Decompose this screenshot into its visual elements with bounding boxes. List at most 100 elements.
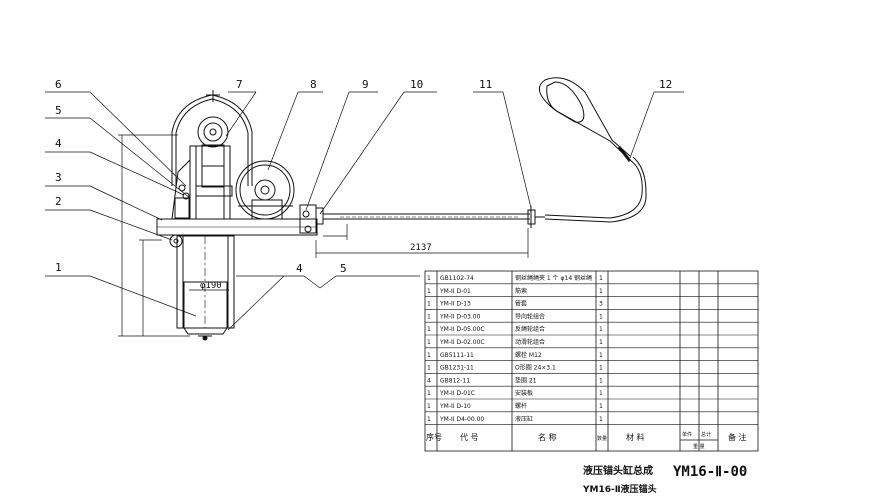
assembly-name: 液压锚头缸总成 <box>583 464 653 477</box>
product-name: YM16-Ⅱ液压锚头 <box>582 483 657 495</box>
bom-cell-code: YM-II D-01 <box>439 288 471 295</box>
callout-5: 5 <box>55 104 62 117</box>
bom-table-frame <box>424 270 759 452</box>
callout-3: 3 <box>55 171 62 184</box>
bom-cell-count: 1 <box>599 339 603 346</box>
bom-cell-name: 螺栓 M12 <box>515 351 542 359</box>
leader-lines <box>45 91 684 331</box>
bom-cell-count: 1 <box>599 352 603 359</box>
bom-cell-name: 螺杆 <box>515 402 527 410</box>
bom-row: 1 YM-II D-01 筋索 1 <box>427 287 603 295</box>
bom-cell-count: 1 <box>599 403 603 410</box>
bom-cell-name: 动滑轮组合 <box>515 338 545 346</box>
bom-cell-code: YM-II D-03.00 <box>439 313 481 320</box>
callout-8: 8 <box>310 78 317 91</box>
bom-cell-count: 1 <box>599 326 603 333</box>
callout-10: 10 <box>410 78 423 91</box>
bom-header: 序号 代 号 名 称 数量 材 料 单件 总计 重 量 备 注 <box>426 431 747 450</box>
dimension-cable-length: 2137 <box>410 243 432 253</box>
bom-cell-name: 导向轮组合 <box>515 312 545 320</box>
bom-cell-code: YM-II D-02.00C <box>439 339 485 346</box>
drawing-number: YM16-Ⅱ-00 <box>673 464 747 480</box>
bom-cell-name: 筋索 <box>515 287 527 295</box>
bom-header-seq: 序号 <box>426 432 442 442</box>
bom-cell-count: 3 <box>599 301 603 308</box>
bom-header-weight-single: 单件 <box>682 431 692 438</box>
callout-6: 6 <box>55 78 62 91</box>
bom-cell-code: GB5111-11 <box>440 352 474 359</box>
dimension-ref-b: 5 <box>340 262 347 275</box>
bom-cell-qty: 1 <box>427 275 431 282</box>
bom-row: 1 YM-II D-02.00C 动滑轮组合 1 <box>427 338 603 346</box>
bom-cell-code: GB812-11 <box>440 377 470 384</box>
bom-cell-code: YM-II D-01C <box>439 390 475 397</box>
bom-cell-name: 液压缸 <box>515 415 533 423</box>
bom-cell-name: 管套 <box>515 300 527 308</box>
bom-row: 1 YM-II D-01C 安装板 1 <box>427 389 603 397</box>
bom-cell-count: 1 <box>599 416 603 423</box>
bom-cell-count: 1 <box>599 390 603 397</box>
bom-cell-qty: 1 <box>427 301 431 308</box>
bom-cell-qty: 1 <box>427 365 431 372</box>
bom-cell-qty: 1 <box>427 352 431 359</box>
bom-row: 1 YM-II D-03.00 导向轮组合 1 <box>427 312 603 320</box>
bom-cell-code: GB1102-74 <box>440 275 474 282</box>
bom-cell-code: YM-II D-05.00C <box>439 326 485 333</box>
bom-cell-qty: 1 <box>427 313 431 320</box>
guide-pulley-and-cable <box>315 206 545 228</box>
bom-row-rules <box>425 283 758 425</box>
bom-cell-qty: 1 <box>427 288 431 295</box>
wire-rope-sling <box>538 77 647 223</box>
callout-4: 4 <box>55 137 62 150</box>
bom-header-code: 代 号 <box>460 432 479 442</box>
hydraulic-cylinder <box>176 235 235 341</box>
bom-row: 1 YM-II D-05.00C 反绳轮组合 1 <box>427 325 603 333</box>
bom-header-remark: 备 注 <box>728 432 747 442</box>
dimension-labels: 2137 φ190 4 5 <box>200 243 432 291</box>
callout-2: 2 <box>55 195 62 208</box>
bom-header-weight: 重 量 <box>693 443 705 450</box>
bom-cell-code: YM-II D-13 <box>439 301 471 308</box>
title-block: 液压锚头缸总成 YM16-Ⅱ-00 YM16-Ⅱ液压锚头 <box>582 464 747 495</box>
reverse-pulley-assembly <box>235 160 295 220</box>
bom-header-weight-total: 总计 <box>701 431 711 438</box>
dimension-ref-a: 4 <box>296 262 303 275</box>
bom-cell-count: 1 <box>599 275 603 282</box>
bom-cell-name: 垫圈 21 <box>515 376 537 384</box>
bom-cell-code: YM-II D-10 <box>439 403 471 410</box>
bom-cell-count: 1 <box>599 313 603 320</box>
callout-labels: 6 5 4 3 2 1 7 8 9 10 11 12 <box>55 78 672 274</box>
bom-header-count: 数量 <box>597 435 607 442</box>
callout-11: 11 <box>479 78 492 91</box>
bom-cell-qty: 1 <box>427 326 431 333</box>
bom-cell-qty: 1 <box>427 390 431 397</box>
bom-cell-qty: 4 <box>427 377 431 384</box>
movable-pulley-assembly <box>171 90 253 188</box>
bom-header-name: 名 称 <box>538 432 557 442</box>
bom-row: 1 YM-II D-13 管套 3 <box>427 300 603 308</box>
callout-9: 9 <box>362 78 369 91</box>
support-column <box>171 145 233 220</box>
bom-row: 1 GB1102-74 钢丝绳绳夹 1 个 φ14 钢丝绳 1 <box>427 274 603 282</box>
bom-cell-count: 1 <box>599 288 603 295</box>
bom-cell-name: 钢丝绳绳夹 1 个 φ14 钢丝绳 <box>515 274 592 282</box>
bom-cell-code: YM-II D4-00.00 <box>439 416 484 423</box>
dimension-lines <box>118 134 529 337</box>
dimension-diameter: φ190 <box>200 281 222 291</box>
bom-header-material: 材 料 <box>626 432 645 442</box>
callout-1: 1 <box>55 261 62 274</box>
bom-cell-qty: 1 <box>427 339 431 346</box>
bom-cell-name: 反绳轮组合 <box>515 325 545 333</box>
bom-cell-name: O形圈 24×3.1 <box>515 364 556 372</box>
bom-cell-name: 安装板 <box>515 389 533 397</box>
callout-12: 12 <box>659 78 672 91</box>
bom-cell-code: GB1231-11 <box>440 365 474 372</box>
bom-row: 1 GB5111-11 螺栓 M12 1 <box>427 351 603 359</box>
callout-7: 7 <box>236 78 243 91</box>
